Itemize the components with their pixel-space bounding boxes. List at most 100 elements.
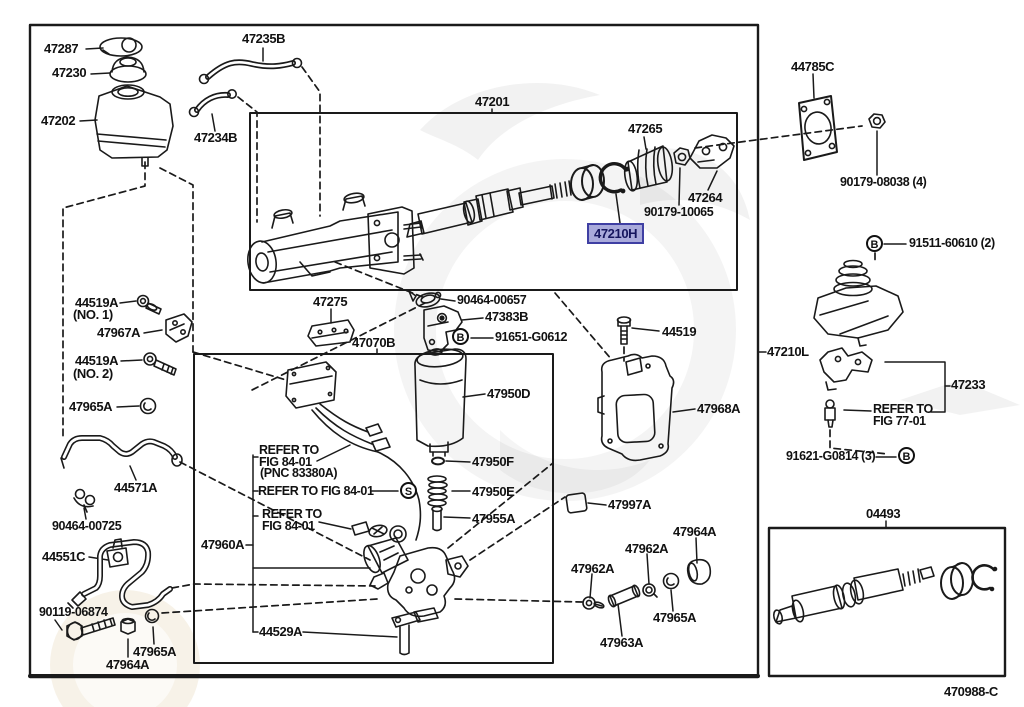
pin-47955A-drawing [431,505,443,532]
part-label-47234B[interactable]: 47234B [194,130,238,145]
part-label-44519A-no1[interactable]: 44519A [75,295,119,310]
bolt-44519A-no1-drawing [136,294,162,315]
oring-47950F-drawing [431,456,445,466]
hose-47235B-drawing [198,57,303,85]
part-label-90464-00657[interactable]: 90464-00657 [457,293,527,307]
part-label-44551C[interactable]: 44551C [42,549,86,564]
pipe-44551C-drawing [67,538,173,610]
part-label-47967A[interactable]: 47967A [97,325,141,340]
reservoir-cap-47230-drawing [109,56,147,83]
part-label-47963A[interactable]: 47963A [600,635,644,650]
part-label-44519A-no2[interactable]: 44519A [75,353,119,368]
part-label-47210L[interactable]: 47210L [767,344,809,359]
part-label-47955A[interactable]: 47955A [472,511,516,526]
note-refer-fig-84-01a-line2: FIG 84-01 [259,455,312,469]
part-label-47264[interactable]: 47264 [688,190,723,205]
part-label-44519A-no1-sub: (NO. 1) [73,307,113,322]
part-label-47070B[interactable]: 47070B [352,335,396,350]
clevis-47264-drawing [689,134,735,169]
part-label-47265[interactable]: 47265 [628,121,663,136]
part-label-90179-10065[interactable]: 90179-10065 [644,205,714,219]
part-label-47950F[interactable]: 47950F [472,454,514,469]
reservoir-47210L-sub-assy-drawing [813,259,904,347]
part-label-44529A[interactable]: 44529A [259,624,303,639]
bracket-47383B-drawing [423,305,463,353]
part-label-47233[interactable]: 47233 [951,377,986,392]
note-refer-fig-84-01c-line2: FIG 84-01 [262,519,315,533]
part-label-47965A-1[interactable]: 47965A [69,399,113,414]
part-label-91511-60610[interactable]: 91511-60610 (2) [909,236,995,250]
clamp-90464-00725-drawing [73,488,96,513]
cap-47964A-2-drawing [686,558,712,585]
pump-motor-47950D-drawing [414,348,467,457]
part-label-47997A[interactable]: 47997A [608,497,652,512]
relay-harness-drawing [285,361,422,541]
part-label-47202[interactable]: 47202 [41,113,76,128]
reservoir-tank-47202-drawing [94,84,174,167]
part-label-47962A-2[interactable]: 47962A [625,541,669,556]
part-label-44785C[interactable]: 44785C [791,59,835,74]
master-cylinder-body-drawing [247,192,424,284]
part-label-47968A[interactable]: 47968A [697,401,741,416]
ref-marker-b-top: B [866,235,883,252]
boot-47265-drawing [623,145,674,192]
bolt-44519-drawing [616,316,632,345]
piston-assembly-drawing [406,180,572,238]
part-label-47235B[interactable]: 47235B [242,31,286,46]
part-label-04493[interactable]: 04493 [866,506,901,521]
box-47201 [249,112,738,291]
assembly-dashed-lines [62,66,889,614]
part-label-47950D[interactable]: 47950D [487,386,531,401]
part-label-44571A[interactable]: 44571A [114,480,158,495]
note-refer-fig-77-01-line2: FIG 77-01 [873,414,926,428]
pump-body-drawing [363,525,469,623]
repair-kit-04493-drawing [772,562,998,625]
ref-marker-b-bottom: B [898,447,915,464]
bolt-90119-06874-drawing [66,617,116,641]
part-label-91621-G0814[interactable]: 91621-G0814 (3) [786,449,876,463]
sensor-91621-drawing [824,399,836,428]
note-refer-fig-84-01a-line3: (PNC 83380A) [260,466,338,480]
part-label-47964A-1[interactable]: 47964A [106,657,150,672]
note-refer-fig-84-01a-line1: REFER TO [259,443,319,457]
ref-marker-b-mid: B [452,328,469,345]
cap-seal-47287-drawing [99,37,143,57]
bolt-44519A-no2-drawing [143,352,177,376]
part-label-47965A-2[interactable]: 47965A [133,644,177,659]
part-label-47201[interactable]: 47201 [475,94,510,109]
plug-47997A-drawing [565,492,588,514]
box-pump-unit [193,353,554,664]
part-label-47962A-1[interactable]: 47962A [571,561,615,576]
part-label-91651-G0612[interactable]: 91651-G0612 [495,330,568,344]
box-04493 [767,526,1007,678]
drawing-number: 470988-C [944,684,998,699]
part-label-47230[interactable]: 47230 [52,65,87,80]
part-label-47287[interactable]: 47287 [44,41,79,56]
part-label-90119-06874[interactable]: 90119-06874 [39,605,108,619]
bracket-47968A-drawing [597,353,675,462]
part-label-47210H-highlighted[interactable]: 47210H [587,223,645,244]
part-label-47960A[interactable]: 47960A [201,537,245,552]
grommet-47965A-3-drawing [662,572,680,590]
clamp-90464-00657-drawing [408,290,442,308]
bracket-47233-drawing [819,347,873,391]
bracket-47967A-drawing [165,313,193,343]
part-label-44519A-no2-sub: (NO. 2) [73,366,113,381]
hose-47234B-drawing [188,89,238,118]
note-refer-fig-84-01b: REFER TO FIG 84-01 [258,484,374,498]
part-label-90179-08038[interactable]: 90179-08038 (4) [840,175,927,189]
ref-marker-s: S [400,482,417,499]
part-label-47275[interactable]: 47275 [313,294,348,309]
pin-47963A-drawing [607,584,641,608]
gasket-44785C-drawing [798,95,838,161]
note-refer-fig-77-01: REFER TO [873,402,933,416]
part-label-90464-00725[interactable]: 90464-00725 [52,519,122,533]
part-label-44519[interactable]: 44519 [662,324,697,339]
part-label-47965A-3[interactable]: 47965A [653,610,697,625]
part-label-47383B[interactable]: 47383B [485,309,529,324]
part-label-47950E[interactable]: 47950E [472,484,515,499]
part-label-47964A-2[interactable]: 47964A [673,524,717,539]
nut-47962A-2-drawing [642,583,658,598]
